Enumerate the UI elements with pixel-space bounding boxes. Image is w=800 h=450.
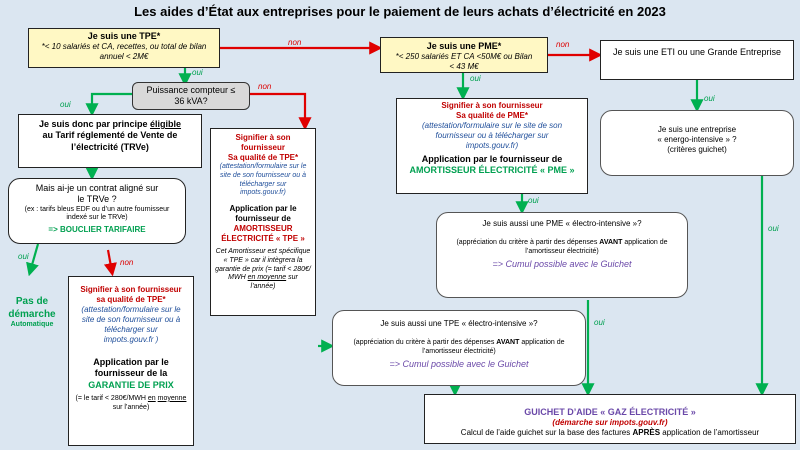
arrow-aligne-pas [26,243,40,277]
label-oui-pmeelectro: oui [594,318,605,327]
energo-line3: (critères guichet) [667,145,727,154]
eligible-underlined: éligible [150,119,182,129]
pas-demarche: Pas de démarche Automatique [0,296,64,340]
label-non-tpe: non [288,38,302,47]
energo-box: Je suis une entreprise « energo-intensiv… [600,110,794,176]
pme-amort-signifier2: Sa qualité de PME* [455,111,529,120]
pme-amort-site: impots.gouv.fr) [465,141,519,150]
guichet-calcul-b: APRÈS [632,428,661,438]
eti-box: Je suis une ETI ou une Grande Entreprise [600,40,794,80]
label-oui-eti: oui [704,94,715,103]
eligible-box: Je suis donc par principe éligible au Ta… [18,114,202,168]
label-non-pme: non [556,40,570,49]
pme-electro-cumul: => Cumul possible avec le Guichet [492,258,632,269]
energo-line1: Je suis une entreprise [657,125,737,134]
pme-amort-attestation: (attestation/formulaire sur le site de s… [421,121,563,140]
label-oui-tpe: oui [192,68,203,77]
compteur-box: Puissance compteur ≤ 36 kVA? [132,82,250,110]
aligne-question: Mais ai-je un contrat aligné sur le TRVe… [35,183,159,205]
tpe-amort-signifier1: Signifier à son fournisseur [235,133,291,152]
pme-box: Je suis une PME* *< 250 salariés ET CA <… [380,37,548,73]
pme-electro-detail-b: AVANT [599,239,623,246]
guichet-demarche: (démarche sur impots.gouv.fr) [552,418,668,428]
pme-amort-app1: Application par le fournisseur de [421,154,563,164]
arrow-compteur-tpeamort [250,92,312,131]
label-non-compteur: non [258,82,272,91]
tpe-electro-detail2: application de l’amortisseur électricité… [422,339,565,355]
label-oui-energo: oui [768,224,779,233]
tpe-electro-cumul: => Cumul possible avec le Guichet [389,358,529,369]
garantie-app2: GARANTIE DE PRIX [88,379,174,390]
garantie-annee: sur l’année) [112,403,150,411]
tpe-amort-site: impots.gouv.fr) [240,189,286,197]
energo-line2: « energo-intensive » ? [657,135,737,144]
tpe-electro-box: Je suis aussi une TPE « électro-intensiv… [332,310,586,386]
label-oui-pme: oui [470,74,481,83]
aligne-result: => BOUCLIER TARIFAIRE [48,225,146,234]
label-oui-aligne: oui [18,252,29,261]
tpe-amort-signifier2: Sa qualité de TPE* [227,153,299,162]
page-title: Les aides d’État aux entreprises pour le… [134,4,666,19]
garantie-signifier: Signifier à son fournisseur sa qualité d… [80,285,182,304]
garantie-attestation: (attestation/formulaire sur le site de s… [81,305,181,334]
guichet-box: GUICHET D’AIDE « GAZ ÉLECTRICITÉ » (déma… [424,394,796,444]
garantie-en: en [147,394,156,402]
tpe-electro-detail1: (appréciation du critère à partir des dé… [353,339,495,346]
tpe-amort-app1: Application par le fournisseur de [229,204,297,223]
tpe-amort-attestation: (attestation/formulaire sur le site de s… [219,163,307,188]
eligible-line2: au Tarif réglementé de Vente de l’électr… [42,130,178,152]
arrow-aligne-garantie [103,249,117,277]
tpe-heading: Je suis une TPE* [87,31,161,41]
label-non-aligne: non [120,258,134,267]
pas-demarche-line2: démarche [8,308,56,320]
eligible-line1: Je suis donc par principe [38,119,148,129]
aligne-box: Mais ai-je un contrat aligné sur le TRVe… [8,178,186,244]
pme-heading: Je suis une PME* [426,41,502,51]
pme-amort-signifier1: Signifier à son fournisseur [441,101,543,110]
tpe-amort-note-u: en moyenne [247,274,287,282]
label-oui-pmeamort: oui [528,196,539,205]
aligne-examples: (ex : tarifs bleus EDF ou d’un autre fou… [24,205,170,222]
pme-detail: *< 250 salariés ET CA <50M€ ou Bilan < 4… [395,52,533,72]
pas-demarche-line3: Automatique [10,321,54,328]
pme-electro-detail2: application de l’amortisseur électricité… [525,239,668,255]
garantie-box: Signifier à son fournisseur sa qualité d… [68,276,194,446]
arrow-compteur-eligible [85,92,132,117]
pas-demarche-line1: Pas de [15,296,49,307]
tpe-amort-box: Signifier à son fournisseur Sa qualité d… [210,128,316,316]
pme-electro-box: Je suis aussi une PME « électro-intensiv… [436,212,688,298]
tpe-amort-app2: AMORTISSEUR ÉLECTRICITÉ « TPE » [221,224,305,243]
label-oui-compteur: oui [60,100,71,109]
pme-electro-question: Je suis aussi une PME « électro-intensiv… [482,219,642,228]
tpe-amort-note2: sur l’année) [250,274,298,290]
garantie-app1: Application par le fournisseur de la [93,357,169,379]
pme-amort-app2: AMORTISSEUR ÉLECTRICITÉ « PME » [409,165,575,176]
eti-heading: Je suis une ETI ou une Grande Entreprise [612,47,782,57]
compteur-text: Puissance compteur ≤ 36 kVA? [146,85,236,107]
tpe-box: Je suis une TPE* *< 10 salariés et CA, r… [28,28,220,68]
garantie-site: impots.gouv.fr ) [103,335,159,344]
tpe-electro-question: Je suis aussi une TPE « électro-intensiv… [380,319,538,328]
guichet-calcul2: application de l’amortisseur [662,428,760,438]
pme-electro-detail1: (appréciation du critère à partir des dé… [456,239,598,246]
guichet-title: GUICHET D’AIDE « GAZ ÉLECTRICITÉ » [524,407,696,417]
garantie-moyenne: moyenne [157,394,187,402]
tpe-amort-note1: Cet Amortisseur est spécifique « TPE » c… [215,248,311,282]
garantie-tarif: (= le tarif < 280€/MWH [75,394,146,402]
pme-amort-box: Signifier à son fournisseur Sa qualité d… [396,98,588,194]
guichet-calcul1: Calcul de l’aide guichet sur la base des… [460,428,631,438]
tpe-electro-detail-b: AVANT [496,339,520,346]
tpe-detail: *< 10 salariés et CA, recettes, ou total… [41,42,207,62]
